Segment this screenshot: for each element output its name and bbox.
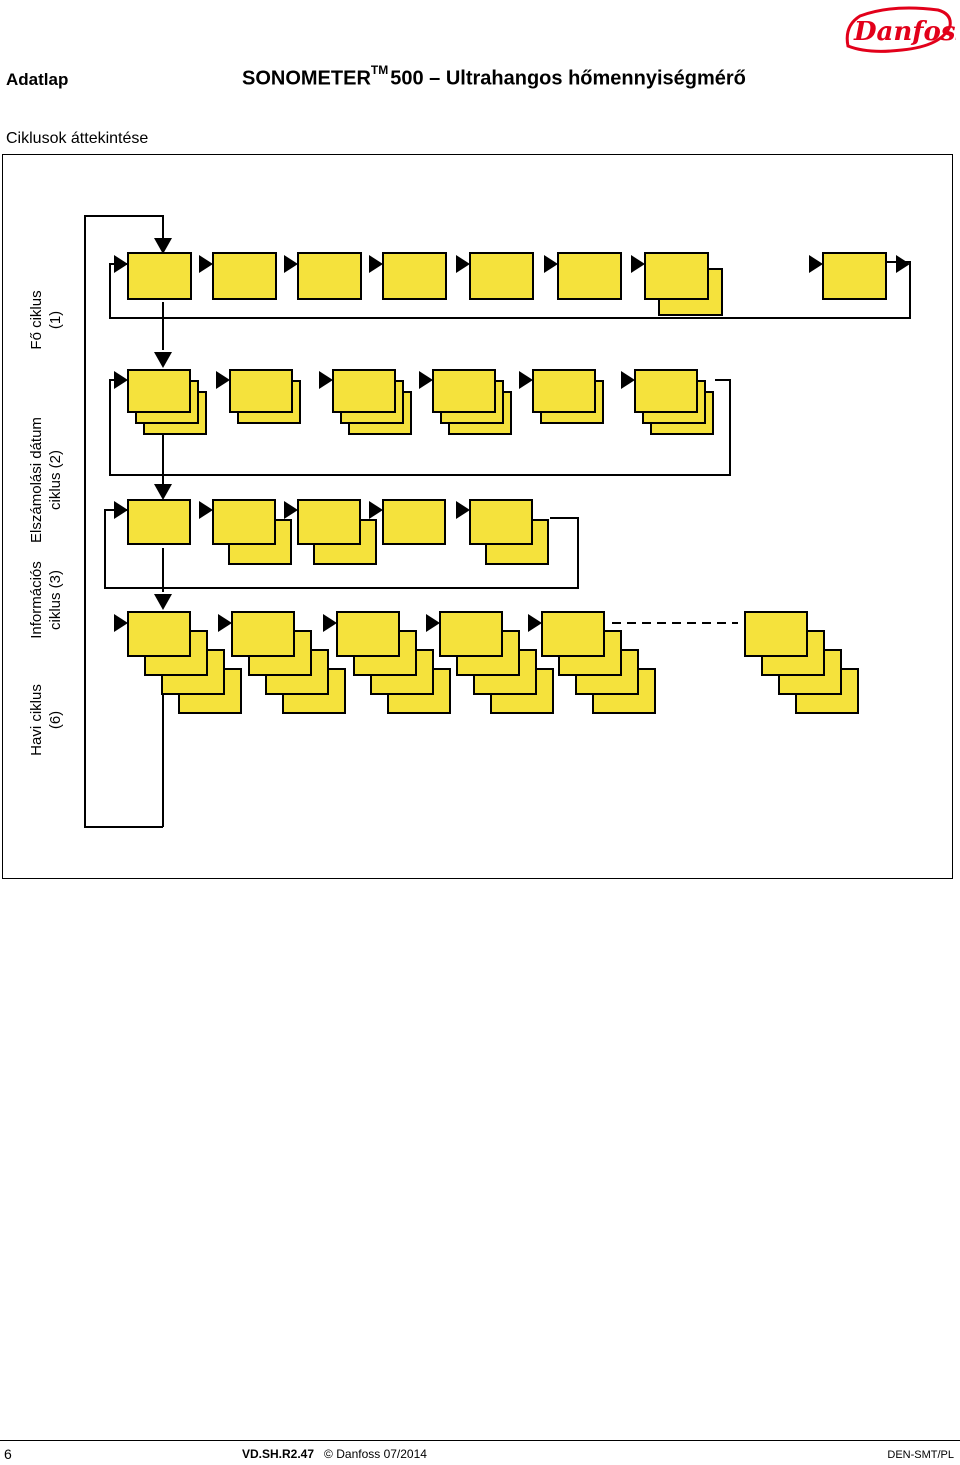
right-arrow [544,255,558,273]
right-arrow [216,371,230,389]
main-cycle-box [297,252,362,300]
main-cycle-box [382,252,447,300]
right-arrow [114,614,128,632]
cycle-diagram [84,215,911,828]
cycle-label-monthly: Havi ciklus(6) [28,684,64,756]
logo-wordmark: Danfoss [853,17,956,47]
billing-cycle-box [127,369,191,413]
title-rest: 500 – Ultrahangos hőmennyiségmérő [390,67,746,90]
down-arrow [154,238,172,254]
billing-cycle-box [634,369,698,413]
main-cycle-box [644,252,709,300]
main-cycle-box [822,252,887,300]
footer-reference: DEN-SMT/PL [887,1449,954,1461]
title-trademark: TM [370,63,389,77]
arrow-layer [114,238,910,632]
billing-cycle-box [229,369,293,413]
monthly-cycle-box [127,611,191,657]
monthly-cycle-box [231,611,295,657]
box-layer [127,252,887,714]
diagram-frame [2,154,953,879]
monthly-cycle-box [336,611,400,657]
document-type: Adatlap [6,70,69,89]
billing-cycle-box [332,369,396,413]
right-arrow [284,255,298,273]
right-arrow [114,501,128,519]
right-arrow [519,371,533,389]
right-arrow [809,255,823,273]
right-arrow [284,501,298,519]
info-cycle-box [469,499,533,545]
main-cycle-box [469,252,534,300]
right-arrow [369,255,383,273]
right-arrow [114,255,128,273]
danfoss-logo: Danfoss [845,6,956,53]
right-arrow [114,371,128,389]
monthly-cycle-box [541,611,605,657]
right-arrow [621,371,635,389]
main-cycle-box [127,252,192,300]
right-arrow [323,614,337,632]
main-cycle-box [212,252,277,300]
billing-cycle-box [432,369,496,413]
main-cycle-box [557,252,622,300]
monthly-cycle-box [744,611,808,657]
monthly-cycle-box [439,611,503,657]
info-cycle-box [212,499,276,545]
page-number: 6 [4,1446,12,1462]
down-arrow [154,594,172,610]
footer-divider [0,1440,960,1441]
right-arrow [199,255,213,273]
info-cycle-box [382,499,446,545]
right-arrow [218,614,232,632]
document-code: VD.SH.R2.47 © Danfoss 07/2014 [242,1447,427,1461]
down-arrow [154,352,172,368]
right-arrow [426,614,440,632]
right-arrow [369,501,383,519]
info-cycle-box [127,499,191,545]
billing-cycle-box [532,369,596,413]
info-cycle-box [297,499,361,545]
title-brand: SONOMETER [242,67,371,90]
right-arrow [528,614,542,632]
right-arrow [456,501,470,519]
down-arrow [154,484,172,500]
section-title: Ciklusok áttekintése [6,130,149,147]
right-arrow [456,255,470,273]
right-arrow [631,255,645,273]
connector-lines [84,215,911,828]
right-arrow [319,371,333,389]
right-arrow [419,371,433,389]
right-arrow [896,255,910,273]
right-arrow [199,501,213,519]
